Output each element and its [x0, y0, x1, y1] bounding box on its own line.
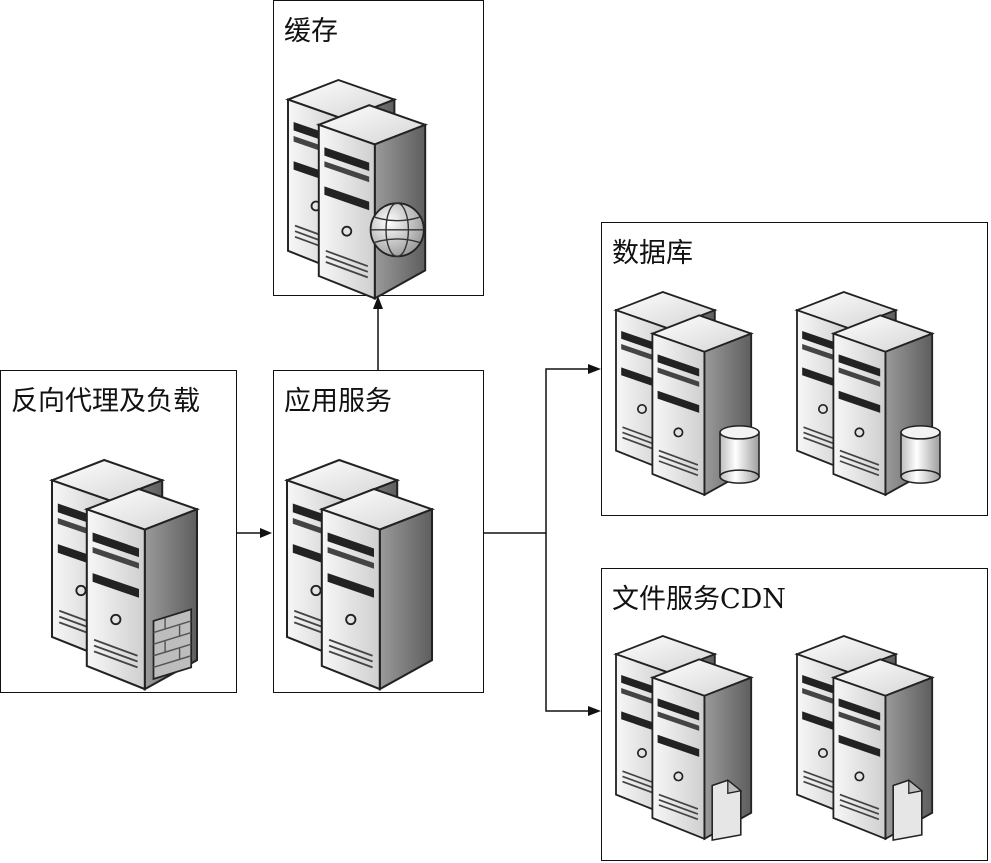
database-node-label: 数据库: [612, 238, 693, 269]
server-file-icon: [615, 635, 934, 842]
server-globe-icon: [287, 79, 427, 300]
cache-node-label: 缓存: [284, 16, 338, 47]
app-node-label: 应用服务: [284, 386, 392, 417]
server-firewall-icon: [50, 458, 199, 691]
server-database-icon: [615, 291, 941, 496]
edge-app-to-database: [484, 364, 601, 534]
edge-proxy-to-app: [237, 528, 272, 538]
proxy-node-label: 反向代理及负载: [11, 386, 200, 417]
edge-app-to-file-cdn: [545, 533, 601, 716]
server-icon: [285, 458, 434, 691]
edge-app-to-cache: [373, 296, 383, 370]
file-cdn-node-label: 文件服务CDN: [612, 584, 786, 615]
